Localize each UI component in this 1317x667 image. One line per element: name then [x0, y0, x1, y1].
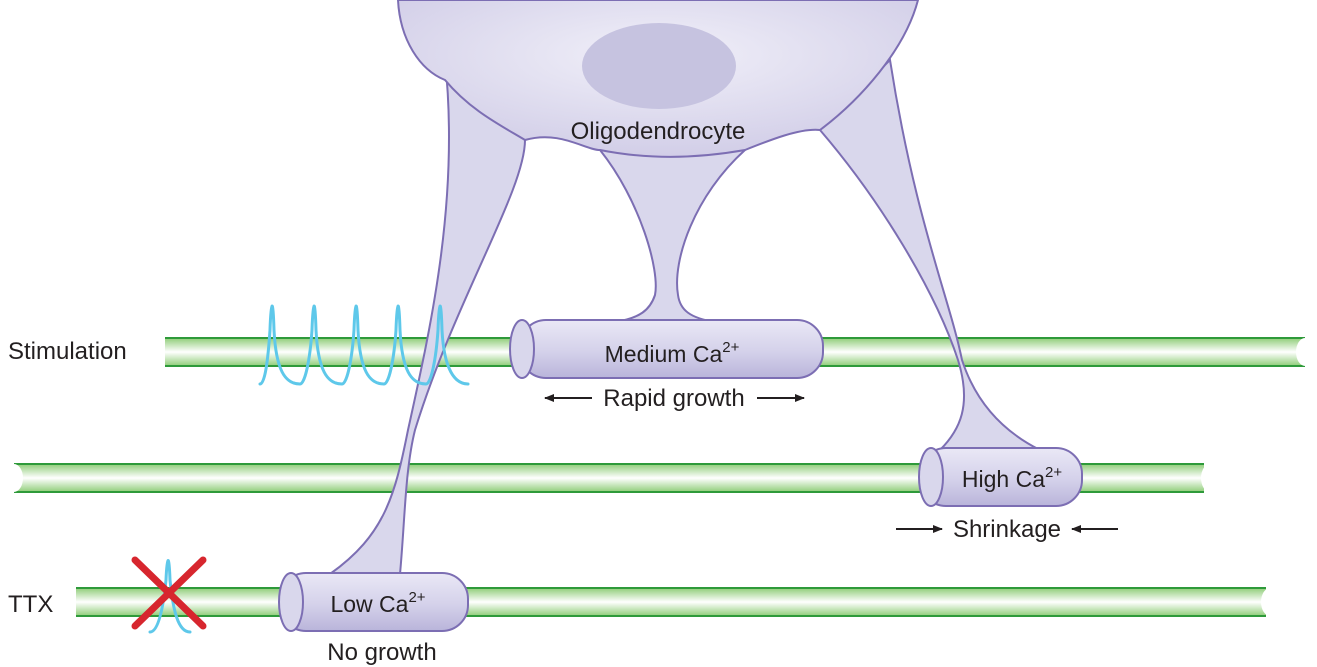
red-x-icon [131, 556, 207, 630]
blocked-spike [148, 559, 192, 634]
oligodendrocyte-cell: Oligodendrocyte [326, 0, 1041, 575]
myelin-high [918, 447, 1083, 507]
low-ca-label: Low Ca2+ [330, 589, 425, 617]
oligodendrocyte-label: Oligodendrocyte [571, 118, 746, 145]
high-ca-label: High Ca2+ [962, 464, 1062, 492]
rapid-growth-annotation: Rapid growth [544, 385, 805, 412]
ttx-label: TTX [8, 591, 53, 618]
process-right [818, 57, 1041, 451]
rapid-growth-label: Rapid growth [603, 385, 744, 412]
stimulation-label: Stimulation [8, 338, 127, 365]
process-left [326, 57, 527, 575]
medium-ca-label: Medium Ca2+ [605, 339, 740, 367]
no-growth-label: No growth [327, 639, 436, 666]
myelin-low [278, 572, 469, 632]
myelin-medium [509, 319, 824, 379]
nucleus [582, 23, 736, 109]
process-middle [597, 149, 748, 323]
shrinkage-annotation: Shrinkage [896, 516, 1118, 543]
action-potential-spikes [258, 304, 470, 386]
axon-ttx [76, 587, 1279, 617]
shrinkage-label: Shrinkage [953, 516, 1061, 543]
